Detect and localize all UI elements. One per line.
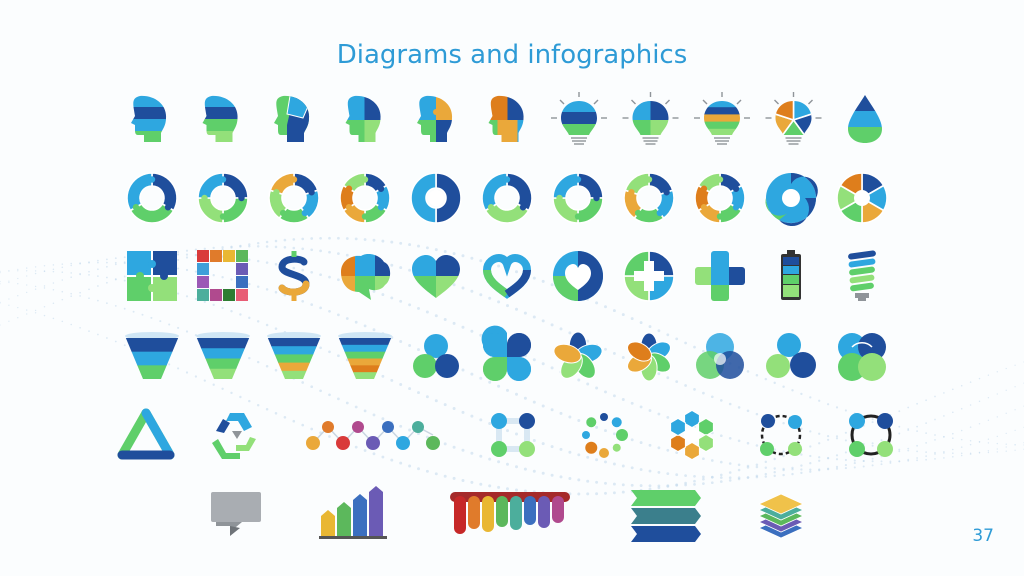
hexagon-cluster-icon (670, 409, 714, 461)
funnel-five-icon (267, 332, 321, 379)
heart-outline-icon (482, 253, 532, 299)
donut-three-puzzle-icon (481, 172, 533, 224)
head-puzzle-five-icon (488, 95, 524, 143)
medical-cross-circle-icon (623, 250, 675, 302)
spiral-lightbulb-icon (848, 250, 876, 301)
heart-puzzle-icon (412, 255, 460, 298)
lightbulb-pie-icon (765, 92, 822, 145)
chevron-banners-icon (631, 490, 701, 542)
page-number: 37 (972, 526, 994, 546)
water-drop-stripes-icon (848, 95, 882, 143)
dollar-sign-icon (278, 251, 310, 301)
funnel-six-icon (338, 332, 392, 379)
donut-five-arrow-icon (268, 172, 320, 224)
lightbulb-multistripes-icon (694, 92, 750, 145)
speech-banner-icon (211, 492, 261, 536)
three-circles-icon (766, 333, 816, 378)
four-circle-petals-icon (481, 325, 531, 381)
slide-title: Diagrams and infographics (336, 40, 688, 70)
donut-six-puzzle-icon (694, 172, 746, 224)
lightbulb-stripes-icon (551, 92, 607, 145)
five-petal-flower-icon (553, 331, 603, 379)
puzzle-square-multicolor-icon (197, 250, 248, 301)
brain-puzzle-icon (341, 254, 391, 300)
donut-four-arrow-icon (197, 172, 249, 224)
circle-cycle-dots-icon (760, 414, 802, 456)
head-two-section-icon (274, 95, 310, 143)
bar-tabs-icon (319, 486, 387, 539)
lightbulb-quarters-icon (622, 92, 679, 145)
shutter-circle-icon (836, 172, 888, 224)
puzzle-square-four-icon (127, 251, 177, 301)
donut-two-section-icon (410, 172, 462, 224)
venn-overlapping-icon (696, 333, 744, 379)
recycle-icon (212, 413, 256, 459)
battery-icon (781, 250, 801, 300)
square-cycle-dots-icon (491, 413, 535, 457)
dot-ring-icon (582, 413, 628, 458)
six-petal-flower-icon (627, 332, 671, 382)
venn-three-circles-icon (413, 334, 459, 378)
donut-five-puzzle-icon (623, 172, 675, 224)
column-tubes-icon (450, 492, 570, 534)
donut-six-arrow-icon (339, 172, 391, 224)
donut-three-arrow-icon (126, 172, 178, 224)
dot-timeline-icon (306, 421, 440, 450)
head-puzzle-four-icon (417, 95, 453, 143)
head-three-stripes-icon (202, 95, 238, 143)
four-circle-overlap-icon (838, 333, 886, 381)
funnel-four-icon (196, 332, 250, 379)
head-four-section-icon (345, 95, 381, 143)
funnel-three-icon (125, 332, 179, 379)
circle-cycle-arrows-icon (849, 413, 893, 457)
triangle-cycle-icon (117, 408, 175, 460)
layer-stack-icon (758, 493, 804, 539)
donut-four-puzzle-icon (552, 172, 604, 224)
heart-circle-icon (553, 251, 603, 301)
medical-cross-icon (695, 251, 745, 301)
swirl-circle-icon (765, 173, 818, 227)
head-stripes-icon (131, 95, 167, 143)
